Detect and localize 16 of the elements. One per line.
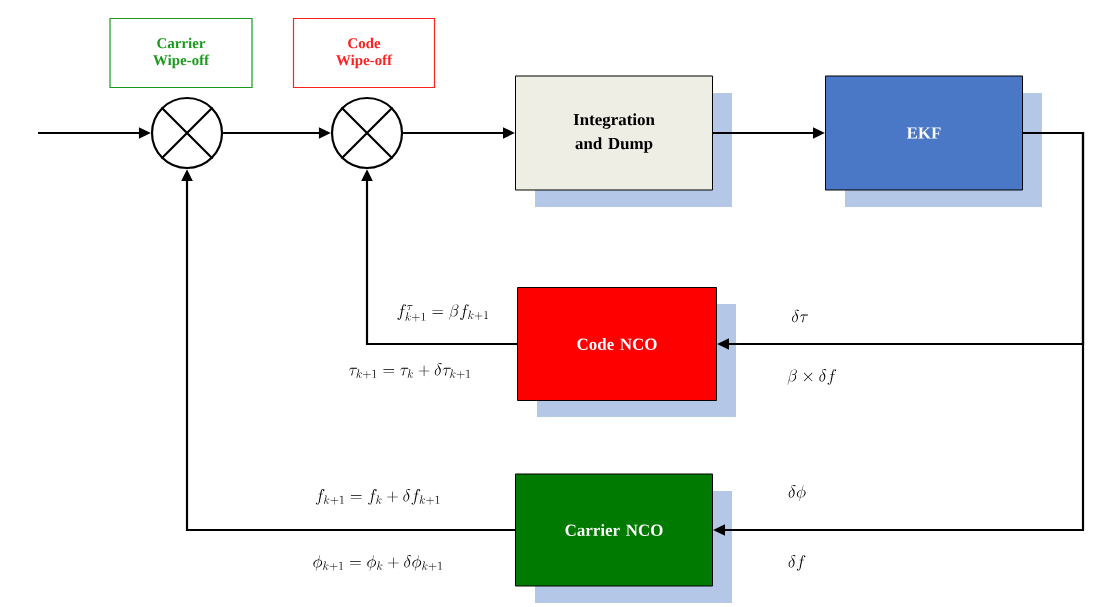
multiplier-symbol: [330, 96, 404, 170]
process-box: Integration and Dump: [515, 75, 732, 207]
equation: $f_{k+1} = f_k + \delta f_{k+1}$: [315, 489, 440, 505]
process-box: Code NCO: [517, 287, 736, 417]
process-box: Carrier NCO: [515, 473, 732, 603]
multiplier-symbol: [150, 96, 224, 170]
equation: $\tau_{k+1} = \tau_k + \delta\tau_{k+1}$: [349, 363, 471, 379]
label-box: Carrier Wipe-off: [109, 17, 253, 89]
label-box: Code Wipe-off: [292, 17, 436, 89]
equation: $\beta \times \delta f$: [787, 369, 837, 385]
equation: $\phi_{k+1} = \phi_k + \delta\phi_{k+1}$: [313, 555, 442, 571]
equation: $\delta f$: [788, 555, 806, 571]
process-box: EKF: [825, 75, 1042, 207]
equation: $f^{\tau}_{k+1} = \beta f_{k+1}$: [397, 304, 488, 322]
equation: $\delta\phi$: [788, 485, 806, 501]
equation: $\delta\tau$: [792, 309, 808, 323]
